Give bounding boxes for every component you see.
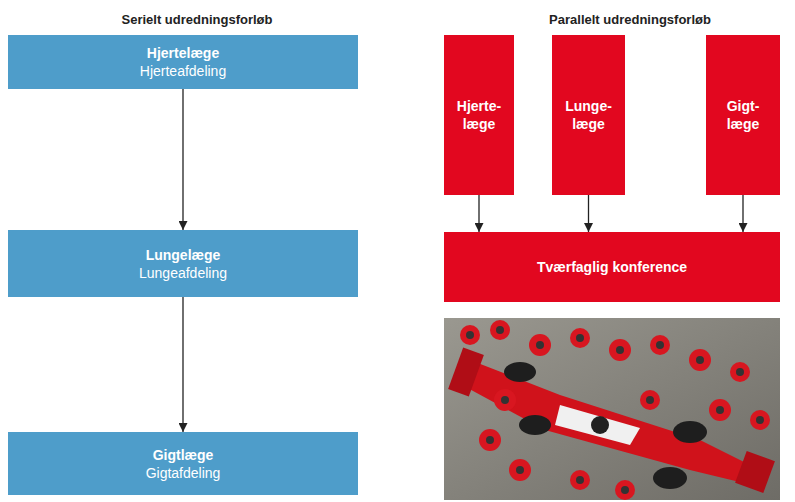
box-heading: Hjerte- læge (450, 97, 508, 133)
flow-arrow (182, 89, 183, 230)
box-heading: Hjertelæge (147, 44, 219, 62)
flow-arrow (742, 195, 743, 232)
box-subtitle: Hjerteafdeling (140, 62, 226, 80)
flow-arrow (478, 195, 479, 232)
specialist-box: Lunge- læge (552, 35, 625, 195)
column-heading: Parallelt udredningsforløb (549, 12, 711, 27)
pit-crew (460, 320, 770, 500)
photo-ground (444, 318, 780, 500)
specialist-box: Hjerte- læge (444, 35, 514, 195)
department-box: LungelægeLungeafdeling (8, 230, 358, 297)
box-subtitle: Gigtafdeling (146, 464, 221, 482)
department-box: HjertelægeHjerteafdeling (8, 35, 358, 89)
conference-box: Tværfaglig konference (444, 232, 780, 302)
box-heading: Gigt- læge (712, 97, 774, 133)
column-heading: Serielt udredningsforløb (122, 12, 273, 27)
flow-arrow (588, 195, 589, 232)
crew-helmets (466, 326, 764, 494)
box-heading: Lunge- læge (558, 97, 619, 133)
specialist-box: Gigt- læge (706, 35, 780, 195)
department-box: GigtlægeGigtafdeling (8, 432, 358, 495)
box-heading: Lungelæge (146, 246, 221, 264)
box-heading: Gigtlæge (153, 446, 214, 464)
race-car (448, 348, 775, 494)
box-heading: Tværfaglig konference (537, 258, 687, 276)
flow-arrow (182, 297, 183, 432)
box-subtitle: Lungeafdeling (139, 264, 227, 282)
